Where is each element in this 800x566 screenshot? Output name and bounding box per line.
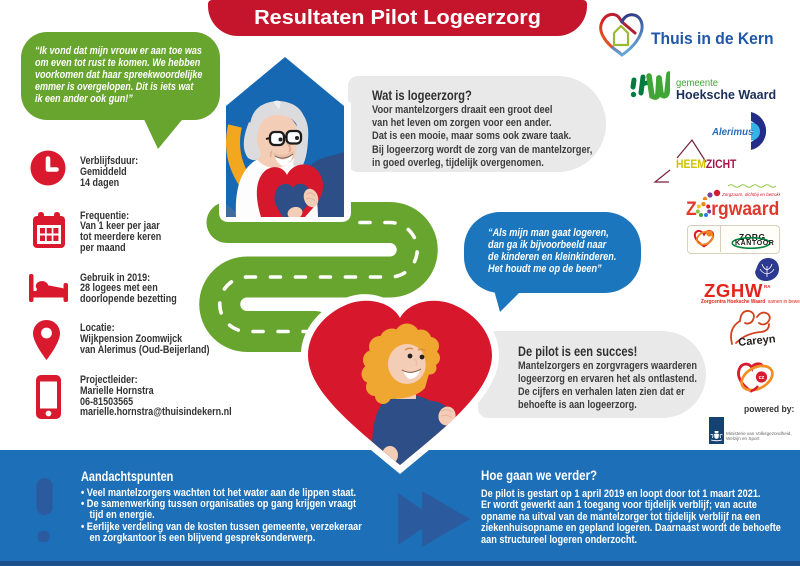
svg-text:Zorgzaam, dichtbij en betrokke: Zorgzaam, dichtbij en betrokken [721,192,780,197]
svg-text:cz: cz [759,375,765,381]
